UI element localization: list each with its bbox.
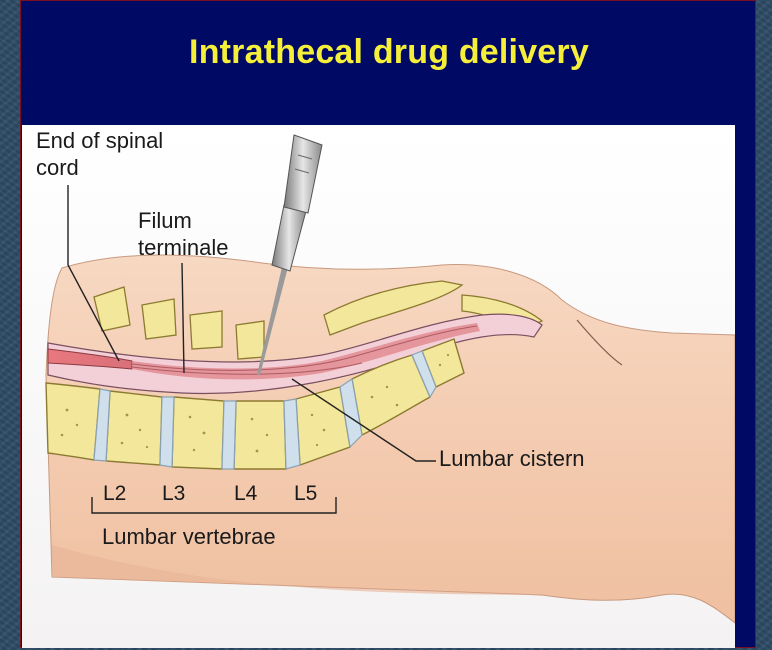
- slide-title: Intrathecal drug delivery: [21, 33, 757, 72]
- label-l2: L2: [103, 482, 126, 506]
- label-l4: L4: [234, 482, 257, 506]
- label-lumbar-cistern: Lumbar cistern: [439, 445, 585, 472]
- label-l5: L5: [294, 482, 317, 506]
- lumbar-puncture-illustration: [22, 125, 735, 648]
- illustration-panel: End of spinal cord Filum terminale Lumba…: [22, 125, 735, 648]
- label-end-of-spinal-cord: End of spinal cord: [36, 127, 186, 181]
- slide: Intrathecal drug delivery: [20, 0, 756, 648]
- label-filum-terminale: Filum terminale: [138, 207, 268, 261]
- label-l3: L3: [162, 482, 185, 506]
- label-lumbar-vertebrae: Lumbar vertebrae: [102, 523, 276, 550]
